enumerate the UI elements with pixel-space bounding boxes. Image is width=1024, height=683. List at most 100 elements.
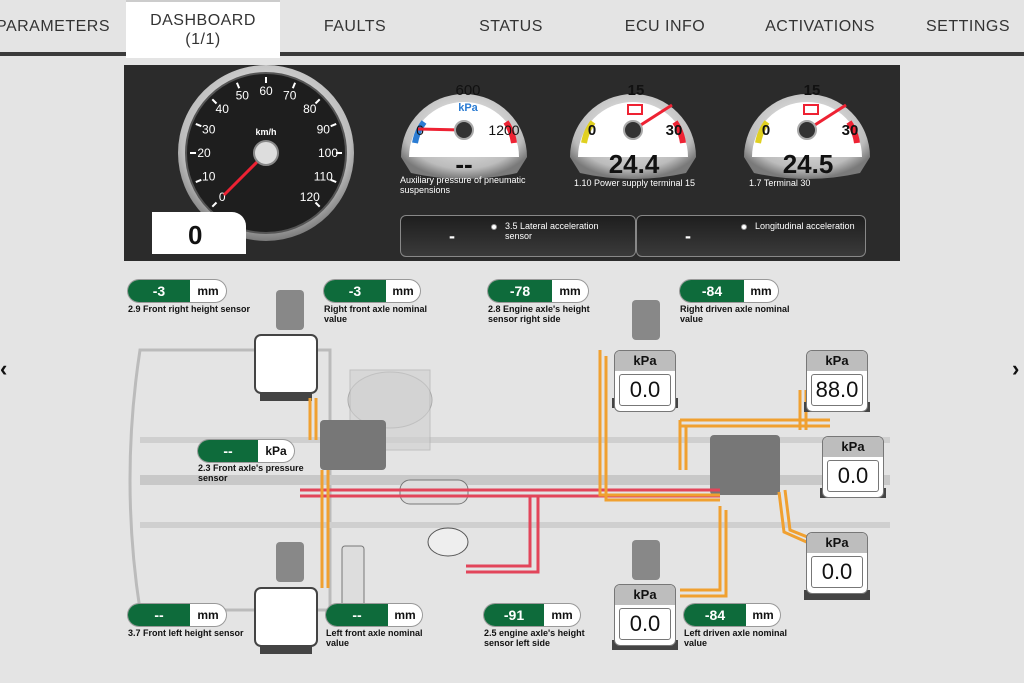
tab-settings[interactable]: SETTINGS: [925, 17, 1010, 35]
speed-tick-mark: [314, 201, 321, 208]
nav-right-icon[interactable]: ›: [1012, 356, 1020, 381]
rear-left-inner-bellow-pressure: kPa 0.0: [614, 584, 676, 646]
speed-tick-mark: [235, 82, 241, 89]
terminal-tick-0: 0: [762, 122, 770, 139]
tab-faults[interactable]: FAULTS: [323, 17, 387, 35]
right-driven-nominal-readout: -84 mm: [680, 280, 778, 302]
terminal-gauge: 15 0 30: [744, 82, 870, 179]
front-right-height-label: 2.9 Front right height sensor: [128, 304, 251, 314]
speed-tick-mark: [195, 122, 202, 128]
speed-tick-label: 70: [283, 89, 297, 103]
engine-right-height-label: 2.8 Engine axle's height sensor right si…: [488, 304, 590, 324]
speed-tick-mark: [314, 98, 321, 105]
pressure-tick-1200: 1200: [488, 122, 519, 138]
speed-tick-label: 110: [314, 170, 333, 184]
speed-tick-label: 60: [259, 84, 273, 98]
longitudinal-value: -: [685, 226, 691, 246]
front-left-bellow-icon: [254, 587, 318, 647]
rear-left-valve-icon: [632, 540, 660, 580]
front-left-height-label: 3.7 Front left height sensor: [128, 628, 244, 638]
rear-mid-bellow-pressure: kPa 0.0: [822, 436, 884, 498]
left-front-nominal-label: Left front axle nominal value: [326, 628, 423, 648]
right-front-nominal-label: Right front axle nominal value: [324, 304, 428, 324]
front-valve-block-icon: [320, 420, 386, 470]
pressure-caption: Auxiliary pressure of pneumatic suspensi…: [400, 175, 526, 195]
front-pressure-readout: -- kPa: [198, 440, 294, 462]
rear-right-valve-icon: [632, 300, 660, 340]
terminal-value: 24.5: [782, 149, 834, 179]
speed-tick-label: 80: [303, 102, 317, 116]
terminal-caption: 1.7 Terminal 30: [749, 178, 811, 188]
longitudinal-label: Longitudinal acceleration: [755, 221, 855, 231]
speed-tick-label: 100: [318, 146, 338, 160]
battery-icon: [803, 104, 819, 115]
lateral-acceleration-box: - 3.5 Lateral acceleration sensor: [400, 215, 636, 257]
supply-value: 24.4: [608, 149, 660, 179]
indicator-dot-icon: [741, 224, 747, 230]
air-tank-icon: [399, 479, 469, 505]
schematic-drawing: [128, 290, 890, 654]
left-front-nominal-readout: -- mm: [326, 604, 422, 626]
speed-tick-label: 0: [219, 190, 226, 204]
speed-tick-mark: [211, 98, 218, 105]
engine-left-height-readout: -91 mm: [484, 604, 580, 626]
speed-tick-label: 50: [236, 89, 250, 103]
speed-readout: 0: [152, 212, 246, 254]
speed-tick-mark: [330, 178, 337, 184]
pressure-unit: kPa: [458, 102, 478, 114]
filter-icon: [341, 545, 365, 607]
speed-tick-mark: [330, 122, 337, 128]
tab-bar: PARAMETERS DASHBOARD (1/1) FAULTS STATUS…: [0, 0, 1024, 58]
dryer-icon: [427, 527, 469, 557]
speed-tick-label: 40: [216, 102, 230, 116]
engine-right-height-readout: -78 mm: [488, 280, 588, 302]
tab-ecu-info[interactable]: ECU INFO: [624, 17, 706, 35]
rear-right-inner-bellow-pressure: kPa 0.0: [614, 350, 676, 412]
tab-status[interactable]: STATUS: [479, 17, 543, 35]
speed-tick-label: 90: [317, 122, 331, 136]
supply-caption: 1.10 Power supply terminal 15: [574, 178, 696, 188]
supply-tick-0: 0: [588, 122, 596, 139]
indicator-dot-icon: [491, 224, 497, 230]
front-right-bellow-icon: [254, 334, 318, 394]
supply-tick-15: 15: [628, 82, 645, 99]
rear-right-outer-bellow-pressure: kPa 88.0: [806, 350, 868, 412]
battery-icon: [627, 104, 643, 115]
speed-tick-label: 20: [197, 146, 211, 160]
front-left-height-readout: -- mm: [128, 604, 226, 626]
supply-tick-30: 30: [666, 122, 683, 139]
pressure-tick-600: 600: [455, 82, 480, 99]
front-pressure-label: 2.3 Front axle's pressure sensor: [198, 463, 304, 483]
speed-unit: km/h: [255, 127, 276, 137]
tab-dashboard[interactable]: DASHBOARD (1/1): [126, 0, 280, 58]
terminal-tick-30: 30: [842, 122, 859, 139]
front-right-valve-icon: [276, 290, 304, 330]
tab-underline: [0, 52, 1024, 56]
left-driven-nominal-label: Left driven axle nominal value: [684, 628, 788, 648]
front-left-valve-icon: [276, 542, 304, 582]
speed-tick-label: 10: [202, 170, 216, 184]
rear-left-outer-bellow-pressure: kPa 0.0: [806, 532, 868, 594]
pressure-value: --: [455, 149, 473, 179]
right-driven-nominal-label: Right driven axle nominal value: [680, 304, 790, 324]
rear-valve-block-icon: [710, 435, 780, 495]
pressure-gauge: 600 0 1200 kPa: [401, 82, 527, 179]
engine-left-height-label: 2.5 engine axle's height sensor left sid…: [484, 628, 585, 648]
front-right-height-readout: -3 mm: [128, 280, 226, 302]
speed-tick-label: 30: [202, 122, 216, 136]
speed-tick-mark: [291, 82, 297, 89]
left-driven-nominal-readout: -84 mm: [684, 604, 780, 626]
longitudinal-acceleration-box: - Longitudinal acceleration: [636, 215, 866, 257]
tab-activations[interactable]: ACTIVATIONS: [765, 17, 875, 35]
nav-left-icon[interactable]: ‹: [0, 356, 8, 381]
right-front-nominal-readout: -3 mm: [324, 280, 420, 302]
active-tab-gap: [126, 52, 280, 58]
speed-tick-mark: [211, 201, 218, 208]
speed-tick-mark: [195, 178, 202, 184]
suspension-schematic: -3 mm 2.9 Front right height sensor -3 m…: [0, 270, 1024, 683]
lateral-value: -: [449, 226, 455, 246]
tab-parameters[interactable]: PARAMETERS: [0, 17, 111, 35]
